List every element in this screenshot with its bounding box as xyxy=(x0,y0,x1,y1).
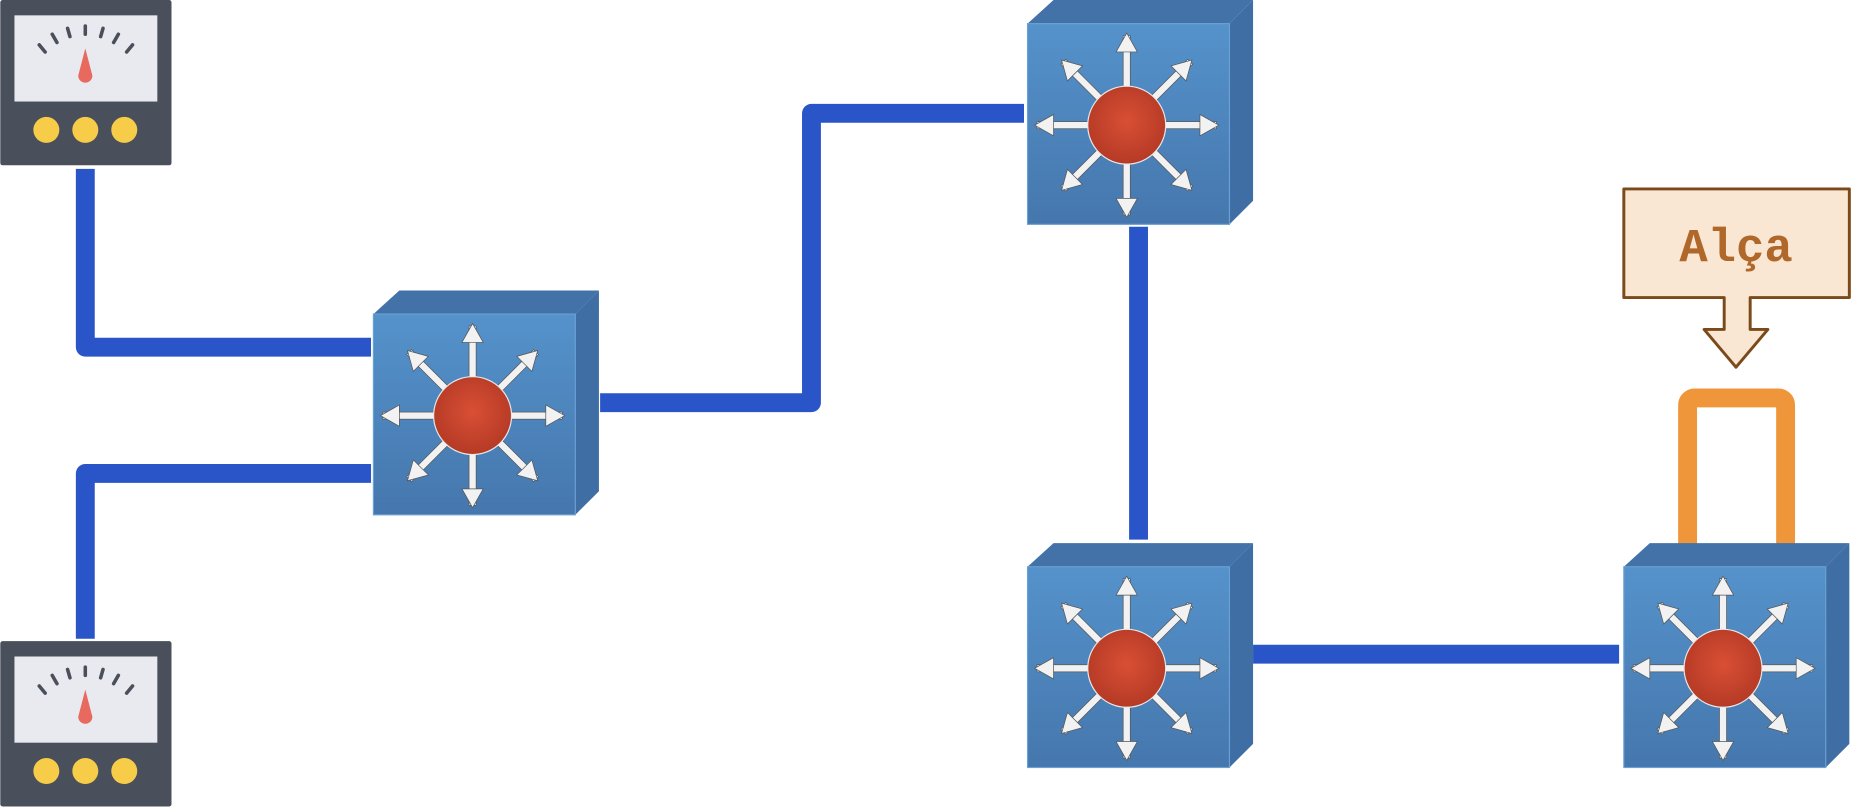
switch-c[interactable] xyxy=(1028,543,1254,767)
meter-1[interactable] xyxy=(0,0,174,168)
switch-a[interactable] xyxy=(373,290,599,514)
switch-d[interactable] xyxy=(1624,543,1850,767)
callout-label: Alça xyxy=(1679,223,1792,276)
link-meter1-switch-a xyxy=(75,168,372,357)
handle-loop xyxy=(1678,388,1796,573)
callout-shape xyxy=(1622,187,1851,369)
links xyxy=(75,103,1620,664)
meter-2[interactable] xyxy=(0,639,174,809)
switch-b[interactable] xyxy=(1028,0,1254,224)
link-switch-a-switch-b xyxy=(600,103,1025,413)
callout: Alça xyxy=(1622,187,1851,369)
link-meter2-switch-a xyxy=(75,464,372,639)
